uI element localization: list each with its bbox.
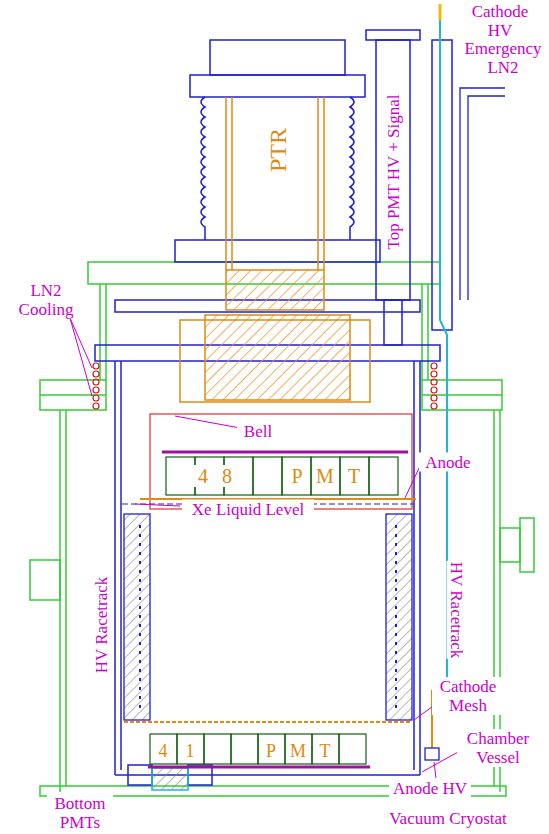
pmt-letter: M <box>287 741 309 761</box>
part-label: Chamber Vessel <box>457 729 539 767</box>
part-label: PTR <box>265 127 291 173</box>
pmt-letter: M <box>313 465 337 487</box>
pmt-letter: P <box>286 465 308 487</box>
pmt-letter: T <box>343 465 365 487</box>
pmt-count: 8 <box>216 465 238 487</box>
pmt-letter: T <box>315 741 335 761</box>
part-label: Emergency LN2 <box>460 39 546 77</box>
part-label: Xe Liquid Level <box>182 500 314 519</box>
part-label: Anode HV <box>389 779 471 798</box>
part-label: Anode <box>419 453 477 472</box>
part-label: LN2 Cooling <box>15 281 77 319</box>
part-label: Bell <box>237 422 279 441</box>
pmt-count: 4 <box>153 741 173 761</box>
part-label: Vacuum Cryostat <box>382 809 514 828</box>
part-label: Cathode Mesh <box>432 677 504 715</box>
pmt-count: 1 <box>180 741 200 761</box>
part-label: HV Racetrack <box>92 576 111 674</box>
part-label: HV Racetrack <box>447 561 466 659</box>
part-label: Bottom PMTs <box>47 794 113 832</box>
pmt-count: 4 <box>192 465 214 487</box>
part-label: Cathode HV <box>461 2 539 40</box>
pmt-letter: P <box>261 741 281 761</box>
part-label: Top PMT HV + Signal <box>384 93 403 250</box>
